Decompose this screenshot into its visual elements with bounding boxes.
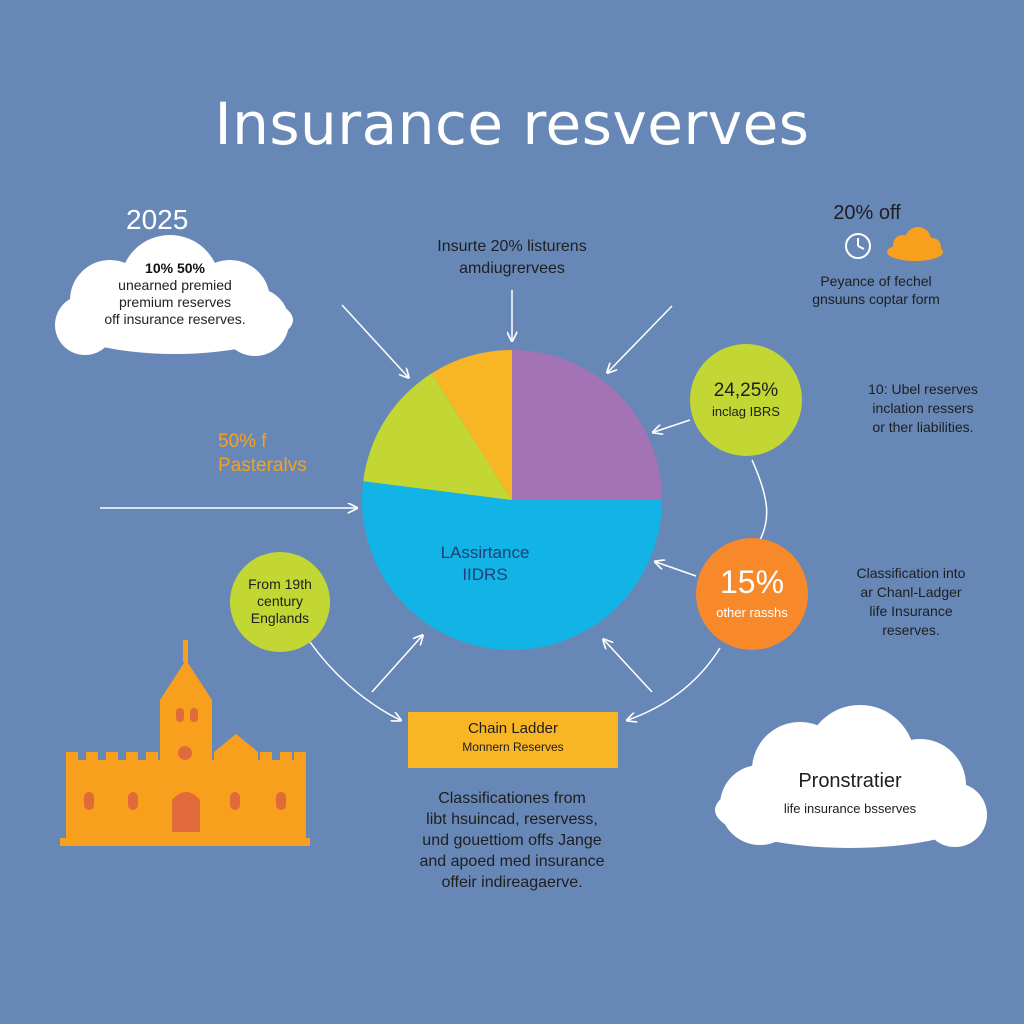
bottom-center-line: offeir indireagaerve. <box>441 874 583 891</box>
green-circle-left-line: Englands <box>250 610 310 626</box>
top-left-line: premium reserves <box>118 294 232 310</box>
bottom-right-cloud-text: Pronstratier life insurance bsserves <box>740 770 960 816</box>
top-left-line: unearned premied <box>118 277 232 293</box>
green-circle-right-text: 24,25% inclag IBRS <box>690 380 802 419</box>
green-circle-left <box>230 552 330 652</box>
green-circle-left-line: century <box>257 593 303 609</box>
orange-circle-value: 15% <box>719 564 785 600</box>
pie-center-line: LAssirtance <box>440 543 530 562</box>
top-left-line: 10% 50% <box>145 260 205 276</box>
right-text-1-line: or ther liabilities. <box>872 419 974 435</box>
top-right-text: Peyance of fechel gnsuuns coptar form <box>796 272 956 308</box>
chain-ladder-subtitle: Monnern Reserves <box>462 740 564 754</box>
right-text-2-line: ar Chanl-Ladger <box>860 584 962 600</box>
page-title: Insurance resverves <box>214 90 810 158</box>
pie-slice-2 <box>363 373 512 500</box>
top-center-line: Insurte 20% listurens <box>437 238 587 255</box>
right-text-2-line: Classification into <box>856 565 966 581</box>
connectors <box>100 290 768 720</box>
green-circle-left-line: From 19th <box>248 576 312 592</box>
bottom-center-line: and apoed med insurance <box>419 853 605 870</box>
right-text-2: Classification into ar Chanl-Ladger life… <box>836 564 986 640</box>
orange-circle-caption: other rasshs <box>716 605 788 620</box>
top-center-text: Insurte 20% listurens amdiugrervees <box>392 236 632 280</box>
green-circle-right-caption: inclag IBRS <box>712 404 780 419</box>
top-left-line: off insurance reserves. <box>104 311 246 327</box>
green-circle-right-value: 24,25% <box>713 380 779 401</box>
bottom-center-line: Classificationes from <box>438 790 586 807</box>
bottom-center-text: Classificationes from libt hsuincad, res… <box>392 788 632 893</box>
cloud-icon <box>887 227 943 261</box>
clock-icon <box>845 233 871 259</box>
bottom-center-line: libt hsuincad, reservess, <box>426 811 598 828</box>
cloud-bottom-right <box>715 705 987 848</box>
top-right-heading: 20% off <box>833 202 901 224</box>
pie-slice-1 <box>362 481 662 650</box>
cloud-top-left <box>55 235 293 356</box>
pie-center-line: IIDRS <box>462 565 508 584</box>
green-circle-left-text: From 19th century Englands <box>230 576 330 627</box>
right-text-1-line: inclation ressers <box>872 400 974 416</box>
year-label: 2025 <box>126 204 189 235</box>
pie-center-text: LAssirtance IIDRS <box>420 542 550 586</box>
top-right-line: Peyance of fechel <box>820 273 932 289</box>
orange-circle <box>696 538 808 650</box>
chain-ladder-box <box>408 712 618 768</box>
top-center-line: amdiugrervees <box>459 260 565 277</box>
right-text-1-line: 10: Ubel reserves <box>868 381 978 397</box>
green-circle-right <box>690 344 802 456</box>
castle-windows <box>84 708 286 832</box>
bottom-right-cloud-subtitle: life insurance bsserves <box>783 801 917 816</box>
top-right-line: gnsuuns coptar form <box>812 291 940 307</box>
right-text-2-line: life Insurance <box>869 603 953 619</box>
pie-slice-0 <box>512 350 662 500</box>
chain-ladder-text: Chain Ladder Monnern Reserves <box>408 720 618 754</box>
left-label-line: 50% f <box>218 431 267 452</box>
bottom-center-line: und gouettiom offs Jange <box>422 832 602 849</box>
right-text-1: 10: Ubel reserves inclation ressers or t… <box>838 380 1008 437</box>
left-label: 50% f Pasteralvs <box>218 430 307 478</box>
top-left-cloud-text: 10% 50% unearned premied premium reserve… <box>70 260 280 328</box>
orange-circle-text: 15% other rasshs <box>696 564 808 620</box>
pie-chart <box>362 350 662 650</box>
chain-ladder-title: Chain Ladder <box>467 720 559 737</box>
left-label-line: Pasteralvs <box>218 455 307 476</box>
right-text-2-line: reserves. <box>882 622 940 638</box>
pie-slice-3 <box>431 350 512 500</box>
bottom-right-cloud-title: Pronstratier <box>798 770 902 792</box>
